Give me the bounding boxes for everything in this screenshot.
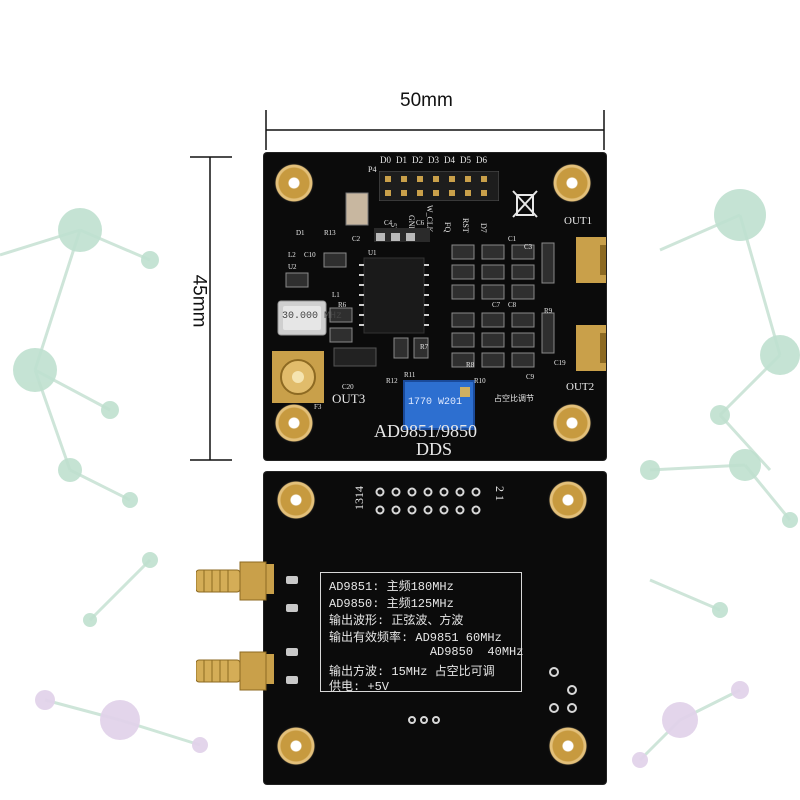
spec-line: 供电: +5V bbox=[329, 680, 390, 694]
spec-line: AD9850 40MHz bbox=[329, 645, 524, 659]
duty-cycle-note: 占空比调节 bbox=[494, 394, 534, 403]
mount-hole bbox=[548, 480, 588, 520]
pin-label-right: 2 1 bbox=[493, 486, 507, 501]
width-label: 50mm bbox=[400, 90, 453, 111]
crystal-label: 30.000 MHz bbox=[282, 311, 343, 322]
sma-connectors-back bbox=[196, 561, 267, 691]
board-subtitle: DDS bbox=[416, 439, 453, 459]
height-label: 45mm bbox=[188, 274, 210, 328]
ref-r6: R6 bbox=[338, 301, 347, 309]
ref-c10: C10 bbox=[304, 251, 316, 259]
ref-c8: C8 bbox=[508, 301, 517, 309]
ref-r13: R13 bbox=[324, 229, 336, 237]
spec-line: AD9850: 主频125MHz bbox=[329, 597, 454, 611]
ref-r11: R11 bbox=[404, 371, 416, 379]
mount-hole bbox=[274, 163, 314, 203]
out3-label: OUT3 bbox=[332, 391, 366, 406]
ref-d1: D1 bbox=[296, 229, 305, 237]
spec-line: 输出波形: 正弦波、方波 bbox=[329, 614, 464, 628]
spec-line: AD9851: 主频180MHz bbox=[329, 580, 454, 594]
header-ref: P4 bbox=[368, 165, 377, 174]
ref-u1: U1 bbox=[368, 249, 377, 257]
ref-r7: R7 bbox=[420, 343, 429, 351]
spec-panel: AD9851: 主频180MHz AD9850: 主频125MHz 输出波形: … bbox=[320, 572, 524, 694]
out2-label: OUT2 bbox=[566, 381, 595, 393]
ref-c2: C2 bbox=[352, 235, 361, 243]
ref-u2: U2 bbox=[288, 263, 297, 271]
back-solder-pads bbox=[264, 487, 577, 724]
board-title: AD9851/9850 bbox=[374, 421, 477, 441]
ref-c19: C19 bbox=[554, 359, 566, 367]
ref-c20: C20 bbox=[342, 383, 354, 391]
ref-c1: C1 bbox=[508, 235, 517, 243]
ref-r9: R9 bbox=[544, 307, 553, 315]
ref-f3: F3 bbox=[314, 403, 322, 411]
ref-c4: C4 bbox=[384, 219, 393, 227]
ref-c9: C9 bbox=[526, 373, 535, 381]
ref-l2: L2 bbox=[288, 251, 296, 259]
ref-r12: R12 bbox=[386, 377, 398, 385]
spec-line: 输出有效频率: AD9851 60MHz bbox=[329, 631, 502, 645]
potentiometer-label: 1770 W201 bbox=[408, 397, 463, 408]
back-pcb: 1314 2 1 AD9851: 主频180MHz AD9850: 主频125M… bbox=[264, 472, 606, 784]
out1-label: OUT1 bbox=[564, 215, 593, 227]
ref-c3: C3 bbox=[524, 243, 533, 251]
weee-bin-icon bbox=[509, 187, 541, 224]
mount-hole bbox=[552, 403, 592, 443]
spec-line: 输出方波: 15MHz 占空比可调 bbox=[329, 665, 495, 679]
mount-hole bbox=[276, 480, 316, 520]
component-layout bbox=[272, 192, 606, 430]
ref-c7: C7 bbox=[492, 301, 501, 309]
mount-hole bbox=[548, 726, 588, 766]
mount-hole bbox=[276, 726, 316, 766]
mount-hole bbox=[274, 403, 314, 443]
ref-r10: R10 bbox=[474, 377, 486, 385]
mount-hole bbox=[552, 163, 592, 203]
ref-c6: C6 bbox=[416, 219, 425, 227]
ref-l1: L1 bbox=[332, 291, 340, 299]
ref-r8: R8 bbox=[466, 361, 475, 369]
